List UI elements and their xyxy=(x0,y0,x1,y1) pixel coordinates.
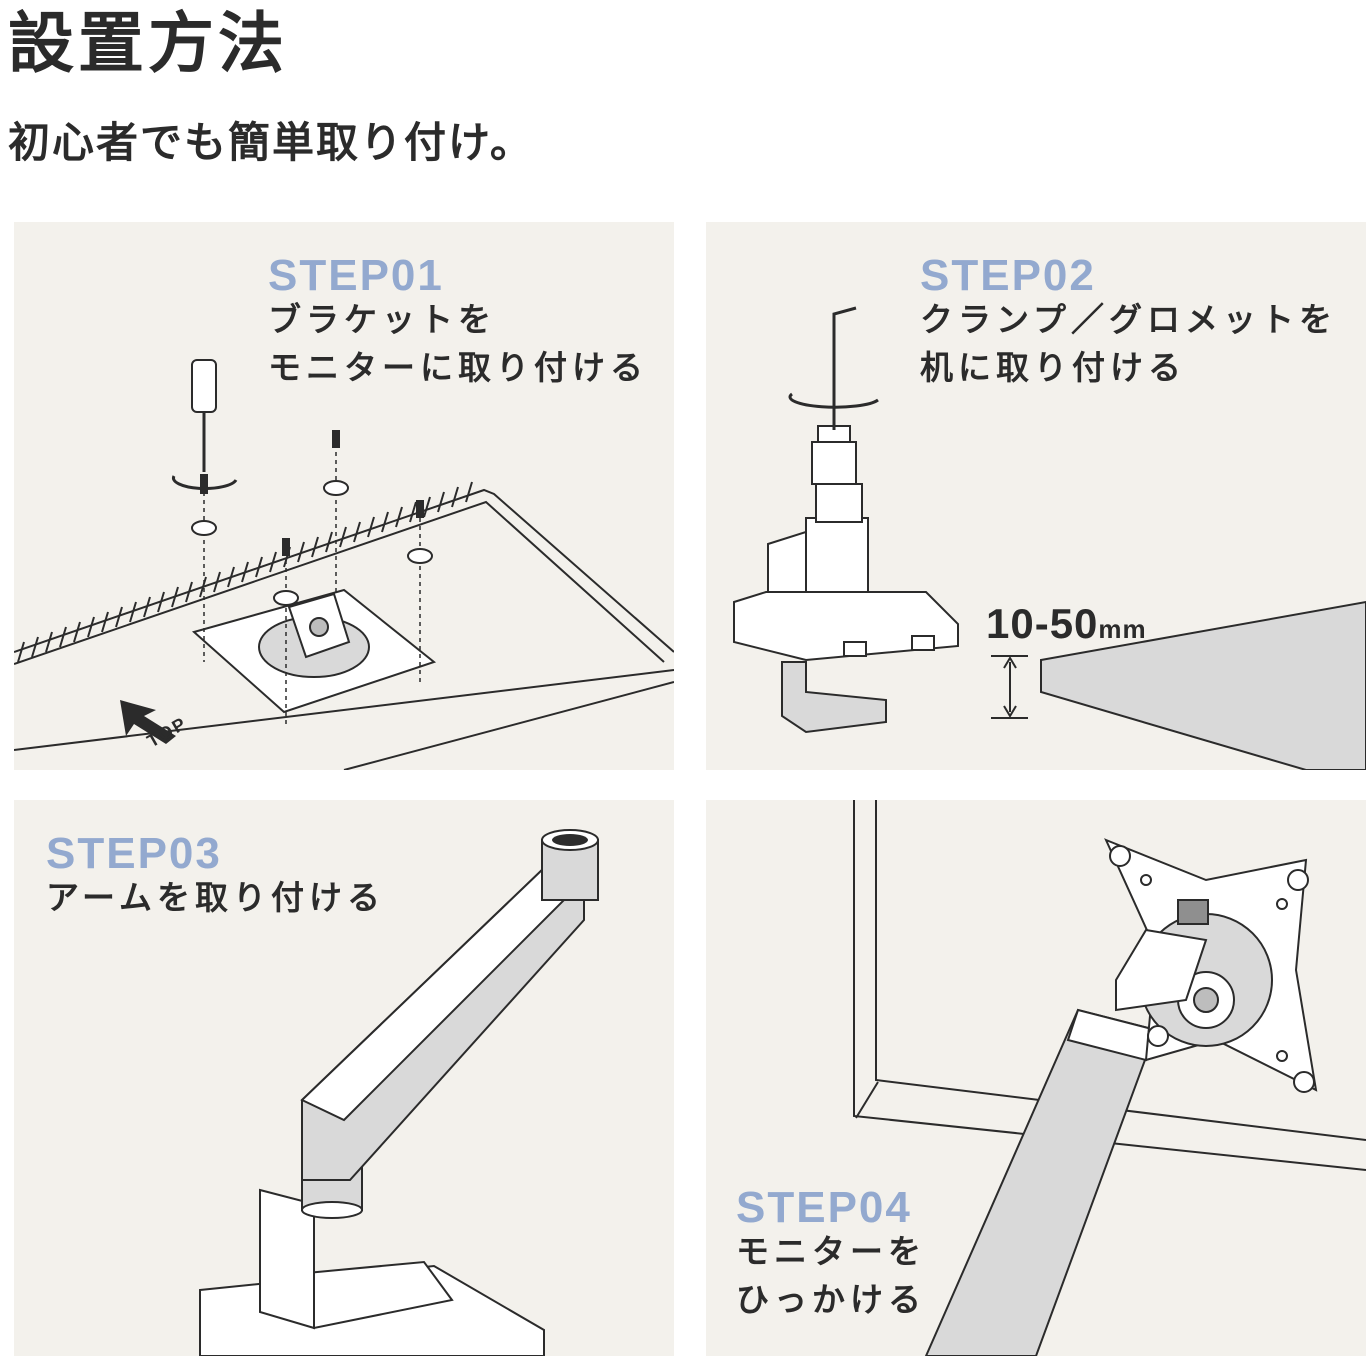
step02-panel: STEP02 クランプ／グロメットを 机に取り付ける 10-50mm xyxy=(706,222,1366,770)
step01-illustration xyxy=(14,359,674,770)
step03-line-1: アームを取り付ける xyxy=(46,878,386,917)
step02-line-1: クランプ／グロメットを xyxy=(920,300,1338,339)
step04-line-1: モニターを xyxy=(736,1232,926,1271)
step02-label: STEP02 xyxy=(920,251,1096,300)
desk-thickness-label: 10-50mm xyxy=(986,600,1147,648)
step01-line-2: モニターに取り付ける xyxy=(268,348,648,387)
step03-label: STEP03 xyxy=(46,829,222,878)
step01-description: ブラケットを モニターに取り付ける xyxy=(268,296,648,392)
step04-label: STEP04 xyxy=(736,1183,912,1232)
desk-thickness-unit: mm xyxy=(1098,614,1147,644)
step04-description: モニターを ひっかける xyxy=(736,1228,926,1324)
step02-description: クランプ／グロメットを 机に取り付ける xyxy=(920,296,1337,392)
step03-illustration xyxy=(199,829,599,1356)
step01-line-1: ブラケットを xyxy=(268,300,496,339)
step01-panel: STEP01 ブラケットを モニターに取り付ける TOP xyxy=(14,222,674,770)
step02-line-2: 机に取り付ける xyxy=(920,348,1186,387)
page-title: 設置方法 xyxy=(8,5,288,82)
step04-line-2: ひっかける xyxy=(736,1280,926,1319)
step04-illustration xyxy=(853,800,1366,1356)
step03-description: アームを取り付ける xyxy=(46,874,385,922)
step01-label: STEP01 xyxy=(268,251,444,300)
step04-panel: STEP04 モニターを ひっかける xyxy=(706,800,1366,1356)
page-subtitle: 初心者でも簡単取り付け。 xyxy=(8,118,534,167)
step03-panel: STEP03 アームを取り付ける xyxy=(14,800,674,1356)
desk-thickness-value: 10-50 xyxy=(986,600,1099,647)
step02-illustration xyxy=(733,306,1366,770)
